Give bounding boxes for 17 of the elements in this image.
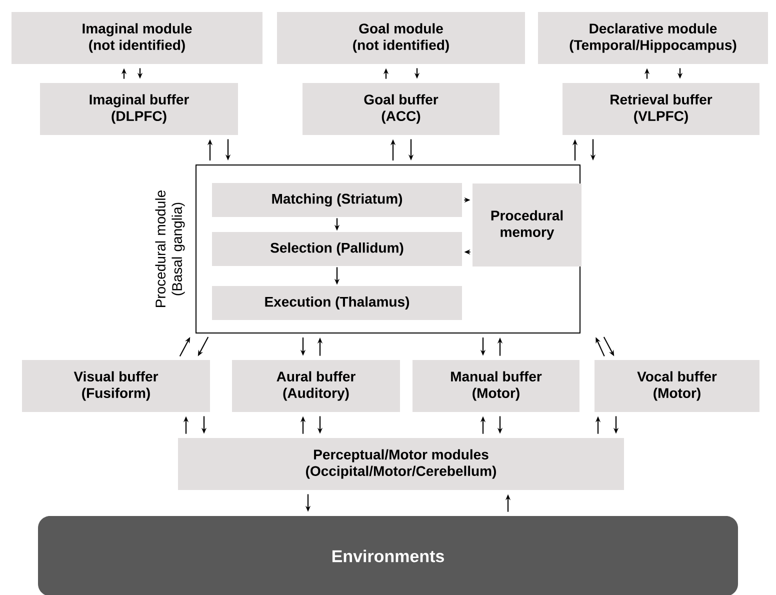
box-label: Procedural module (Basal ganglia) bbox=[155, 190, 185, 307]
buffer-box: Visual buffer (Fusiform) bbox=[22, 360, 210, 412]
buffer-box: Goal buffer (ACC) bbox=[302, 83, 500, 135]
process-box: Selection (Pallidum) bbox=[212, 232, 462, 266]
module-box: Perceptual/Motor modules (Occipital/Motor/Cerebellum) bbox=[178, 438, 624, 490]
module-box: Imaginal module (not identified) bbox=[12, 12, 262, 64]
module-box: Declarative module (Temporal/Hippocampus) bbox=[538, 12, 768, 64]
buffer-box: Manual buffer (Motor) bbox=[412, 360, 580, 412]
process-box: Matching (Striatum) bbox=[212, 183, 462, 217]
process-box: Execution (Thalamus) bbox=[212, 286, 462, 320]
buffer-box: Imaginal buffer (DLPFC) bbox=[40, 83, 238, 135]
environment-box: Environments bbox=[38, 516, 738, 595]
buffer-box: Retrieval buffer (VLPFC) bbox=[562, 83, 760, 135]
buffer-box: Aural buffer (Auditory) bbox=[232, 360, 400, 412]
buffer-box: Vocal buffer (Motor) bbox=[594, 360, 760, 412]
memory-box: Procedural memory bbox=[472, 184, 582, 266]
module-box: Goal module (not identified) bbox=[277, 12, 525, 64]
